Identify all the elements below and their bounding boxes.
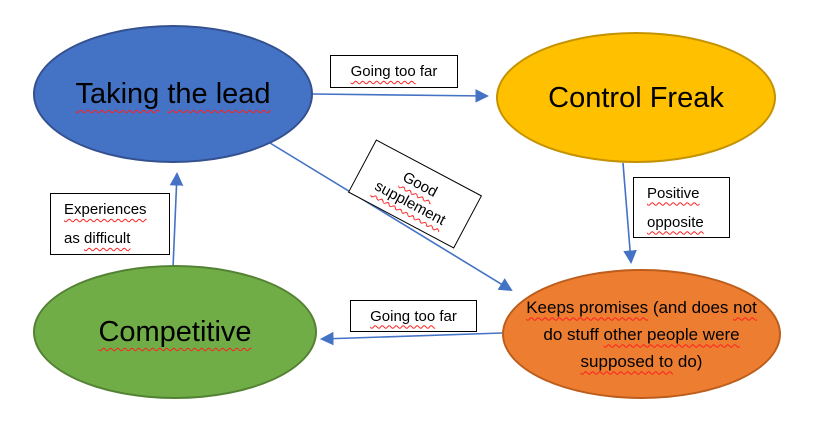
- node-control-freak[interactable]: Control Freak: [496, 32, 776, 163]
- arrow-control-to-keeps[interactable]: [622, 162, 637, 265]
- edge-label-text: Going too far: [370, 307, 457, 325]
- node-control-freak-label: Control Freak: [548, 81, 724, 114]
- edge-label-going-too-far-bottom[interactable]: Going too far: [350, 300, 477, 332]
- node-competitive-label: Competitive: [98, 316, 252, 348]
- node-competitive[interactable]: Competitive: [33, 265, 317, 399]
- arrow-taking-to-control[interactable]: [311, 89, 490, 103]
- edge-label-going-too-far-top[interactable]: Going too far: [330, 55, 458, 88]
- arrow-taking-to-keeps[interactable]: [269, 142, 513, 292]
- edge-label-text: Going too far: [350, 63, 438, 80]
- arrow-competitive-to-taking[interactable]: [169, 171, 184, 269]
- node-taking-the-lead-label: Taking the lead: [75, 78, 271, 110]
- node-taking-the-lead[interactable]: Taking the lead: [33, 25, 313, 163]
- arrow-keeps-to-competitive[interactable]: [319, 331, 503, 346]
